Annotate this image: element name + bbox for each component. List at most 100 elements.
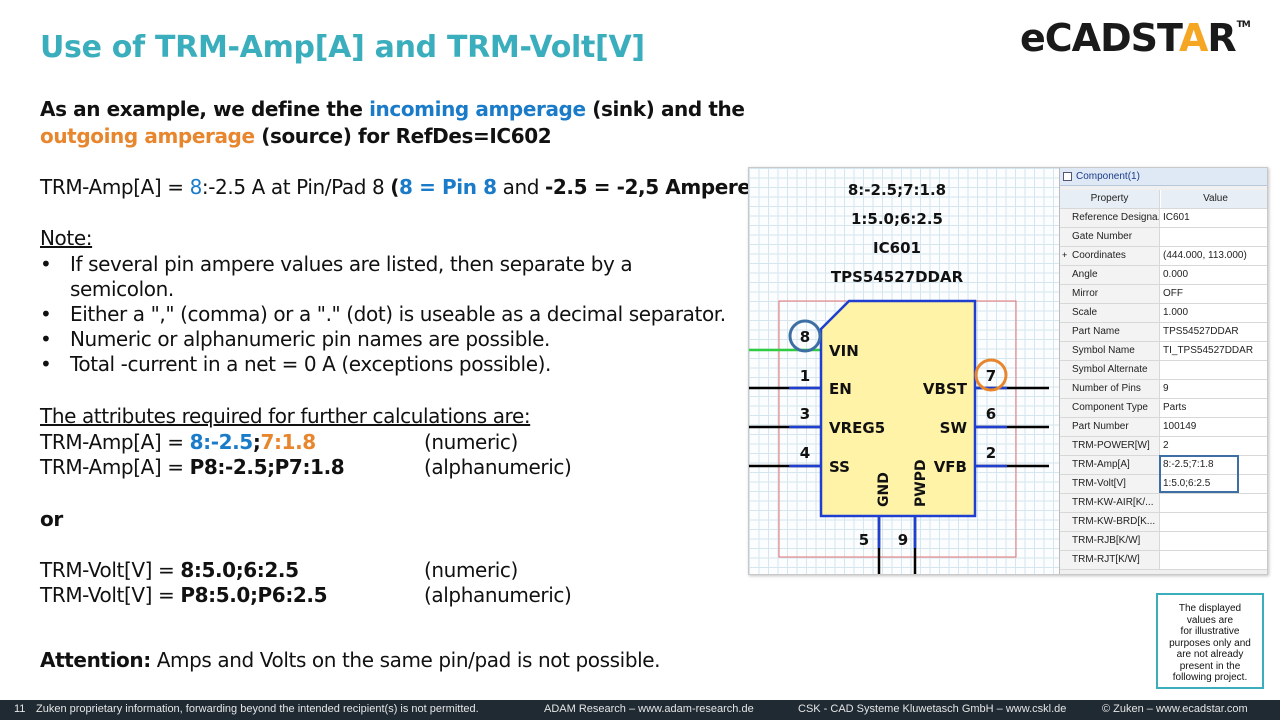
property-value[interactable] <box>1161 361 1267 379</box>
property-key: Part Number <box>1060 418 1160 436</box>
logo-text-pre: eCADST <box>1020 16 1180 60</box>
note-heading: Note: <box>40 226 93 250</box>
property-value[interactable]: 1.000 <box>1163 307 1189 318</box>
trm-paren: ( <box>390 175 400 199</box>
attention-text: Amps and Volts on the same pin/pad is no… <box>150 648 661 672</box>
bullet-dot: • <box>40 252 52 276</box>
property-panel-title: Component(1) <box>1076 171 1140 182</box>
property-row[interactable]: TRM-KW-AIR[K/... <box>1060 494 1267 513</box>
property-value[interactable] <box>1161 494 1267 512</box>
trm-label: TRM-Amp[A] = <box>40 175 190 199</box>
bullet-dot: • <box>40 352 52 376</box>
property-value[interactable]: TI_TPS54527DDAR <box>1163 345 1254 356</box>
ic-body[interactable] <box>819 299 977 518</box>
property-value[interactable]: 0.000 <box>1163 269 1189 280</box>
property-key: Scale <box>1060 304 1160 322</box>
expand-icon[interactable]: + <box>1062 250 1068 260</box>
property-value[interactable]: 100149 <box>1163 421 1197 432</box>
intro-line-1: As an example, we define the incoming am… <box>40 97 745 121</box>
volt-row-numeric: TRM-Volt[V] = 8:5.0;6:2.5 <box>40 558 299 582</box>
property-key: TRM-KW-AIR[K/... <box>1060 494 1160 512</box>
property-key: Symbol Name <box>1060 342 1160 360</box>
trm-pin: 8 <box>189 175 203 199</box>
attributes-heading: The attributes required for further calc… <box>40 404 531 428</box>
logo-text-post: R <box>1207 16 1236 60</box>
sch-part-name: TPS54527DDAR <box>831 268 964 286</box>
slide-title: Use of TRM-Amp[A] and TRM-Volt[V] <box>40 30 645 65</box>
disclaimer-line: present in the <box>1179 660 1241 672</box>
property-panel-header: Component(1) <box>1060 168 1267 186</box>
intro-text: (source) for RefDes=IC602 <box>254 124 552 148</box>
pin-number: 1 <box>800 367 810 385</box>
zuken-copyright: © Zuken – www.ecadstar.com <box>1102 703 1248 715</box>
property-key: TRM-Amp[A] <box>1060 456 1160 474</box>
property-row[interactable]: TRM-Volt[V]1:5.0;6:2.5 <box>1060 475 1267 494</box>
property-key: Component Type <box>1060 399 1160 417</box>
property-row[interactable]: Coordinates(444.000, 113.000)+ <box>1060 247 1267 266</box>
property-key: TRM-Volt[V] <box>1060 475 1160 493</box>
property-value[interactable] <box>1161 551 1267 569</box>
logo-tm: TM <box>1236 20 1251 30</box>
property-value[interactable]: 1:5.0;6:2.5 <box>1163 478 1211 489</box>
property-row[interactable]: TRM-KW-BRD[K... <box>1060 513 1267 532</box>
trm-text: and <box>496 175 545 199</box>
volt-type: (numeric) <box>424 558 518 582</box>
or-text: or <box>40 507 63 531</box>
property-key: Number of Pins <box>1060 380 1160 398</box>
property-value[interactable]: TPS54527DDAR <box>1163 326 1239 337</box>
property-value[interactable]: Parts <box>1163 402 1187 413</box>
property-value[interactable]: 9 <box>1163 383 1169 394</box>
property-row[interactable]: Symbol Alternate <box>1060 361 1267 380</box>
disclaimer-line: are not already <box>1176 649 1244 660</box>
pin-number: 5 <box>859 531 869 549</box>
property-row[interactable]: TRM-RJT[K/W] <box>1060 551 1267 570</box>
attr-value: P8:-2.5;P7:1.8 <box>189 455 345 479</box>
property-row[interactable]: Reference Designa...IC601 <box>1060 209 1267 228</box>
attr-row-alphanumeric: TRM-Amp[A] = P8:-2.5;P7:1.8 <box>40 455 345 479</box>
property-value[interactable]: 8:-2.5;7:1.8 <box>1163 459 1214 470</box>
property-key: Part Name <box>1060 323 1160 341</box>
attention-label: Attention: <box>40 648 151 672</box>
property-value[interactable] <box>1161 228 1267 246</box>
proprietary-notice: Zuken proprietary information, forwardin… <box>36 703 479 715</box>
disclaimer-line: The displayed <box>1178 603 1242 614</box>
trm-values-highlight-box <box>1159 455 1239 493</box>
pin-number: 3 <box>800 405 810 423</box>
csk-link[interactable]: CSK - CAD Systeme Kluwetasch GmbH – www.… <box>798 703 1067 715</box>
property-key: Mirror <box>1060 285 1160 303</box>
volt-type: (alphanumeric) <box>424 583 572 607</box>
disclaimer-line: following project. <box>1172 672 1248 683</box>
trm-pin-explain: 8 = Pin 8 <box>399 175 497 199</box>
adam-research-link[interactable]: ADAM Research – www.adam-research.de <box>544 703 754 715</box>
schematic-canvas[interactable]: 8:-2.5;7:1.8 1:5.0;6:2.5 IC601 TPS54527D… <box>749 168 1059 574</box>
pin-number: 4 <box>800 444 810 462</box>
property-row[interactable]: TRM-Amp[A]8:-2.5;7:1.8 <box>1060 456 1267 475</box>
property-row[interactable]: Gate Number <box>1060 228 1267 247</box>
pin-label: VFB <box>934 458 967 476</box>
volt-label: TRM-Volt[V] = <box>40 558 181 582</box>
volt-value: 8:5.0;6:2.5 <box>180 558 299 582</box>
property-value[interactable]: IC601 <box>1163 212 1190 223</box>
bullet-text: Numeric or alphanumeric pin names are po… <box>70 327 551 351</box>
property-row[interactable]: TRM-RJB[K/W] <box>1060 532 1267 551</box>
property-value[interactable] <box>1161 532 1267 550</box>
property-value[interactable]: 2 <box>1163 440 1169 451</box>
property-value[interactable] <box>1161 513 1267 531</box>
trm-amp-example: TRM-Amp[A] = 8:-2.5 A at Pin/Pad 8 (8 = … <box>40 175 760 199</box>
bullet-dot: • <box>40 327 52 351</box>
disclaimer-line: purposes only and <box>1169 637 1251 649</box>
property-value[interactable]: (444.000, 113.000) <box>1163 250 1247 261</box>
property-key: Gate Number <box>1060 228 1160 246</box>
property-value[interactable]: OFF <box>1163 288 1183 299</box>
property-row[interactable]: TRM-POWER[W]2 <box>1060 437 1267 456</box>
attr-label: TRM-Amp[A] = <box>40 430 190 454</box>
